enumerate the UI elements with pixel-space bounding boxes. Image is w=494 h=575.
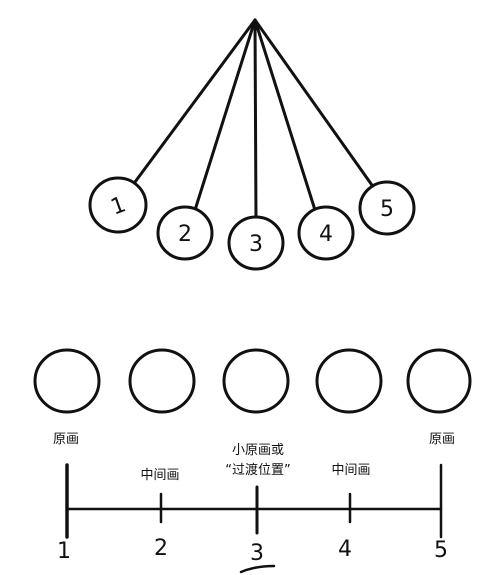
tick-label-1: 1 <box>57 539 71 564</box>
pendulum-ball-3 <box>227 215 285 271</box>
timeline-circle-4 <box>315 348 383 414</box>
pendulum-string-3 <box>253 18 258 222</box>
key-drawing-label-left: 原画 <box>53 432 79 447</box>
pendulum-ball-2 <box>156 205 214 261</box>
pendulum-ball-label-3: 3 <box>249 232 263 257</box>
pendulum-strings <box>133 18 376 222</box>
tick-label-4: 4 <box>338 537 352 562</box>
pendulum-ball-4 <box>297 205 355 261</box>
pendulum-string-5 <box>253 18 376 190</box>
pendulum-string-2 <box>193 18 257 212</box>
tick-label-2: 2 <box>154 536 168 561</box>
timeline-annotations: 原画 原画 中间画 中间画 小原画或 “过渡位置” <box>53 432 455 483</box>
tick-3-underline <box>239 564 276 574</box>
pendulum-string-4 <box>253 18 317 212</box>
pendulum-string-1 <box>133 18 257 184</box>
timeline-circles <box>33 348 472 414</box>
timeline-tick-labels: 1 2 3 4 5 <box>57 536 448 566</box>
inbetween-label-left: 中间画 <box>140 468 179 483</box>
pendulum-ball-label-2: 2 <box>178 222 192 247</box>
pendulum-ball-5 <box>358 180 416 236</box>
pendulum-ball-labels: 1 2 3 4 5 <box>108 192 394 257</box>
tick-label-3: 3 <box>250 541 264 566</box>
timeline-circle-2 <box>128 348 196 414</box>
breakdown-label-line2: “过渡位置” <box>225 462 290 478</box>
pendulum-ball-label-4: 4 <box>319 222 333 247</box>
inbetween-label-right: 中间画 <box>331 463 370 478</box>
timeline-circle-5 <box>406 348 472 414</box>
pendulum-ball-1 <box>88 176 148 234</box>
breakdown-label-line1: 小原画或 <box>232 443 284 458</box>
pendulum-balls <box>88 176 416 271</box>
timeline-circle-3 <box>222 348 290 414</box>
tick-label-5: 5 <box>434 538 448 563</box>
pendulum-ball-label-5: 5 <box>380 197 394 222</box>
key-drawing-label-right: 原画 <box>429 432 455 447</box>
timeline-circle-1 <box>33 348 101 414</box>
timeline-axis <box>65 463 443 539</box>
